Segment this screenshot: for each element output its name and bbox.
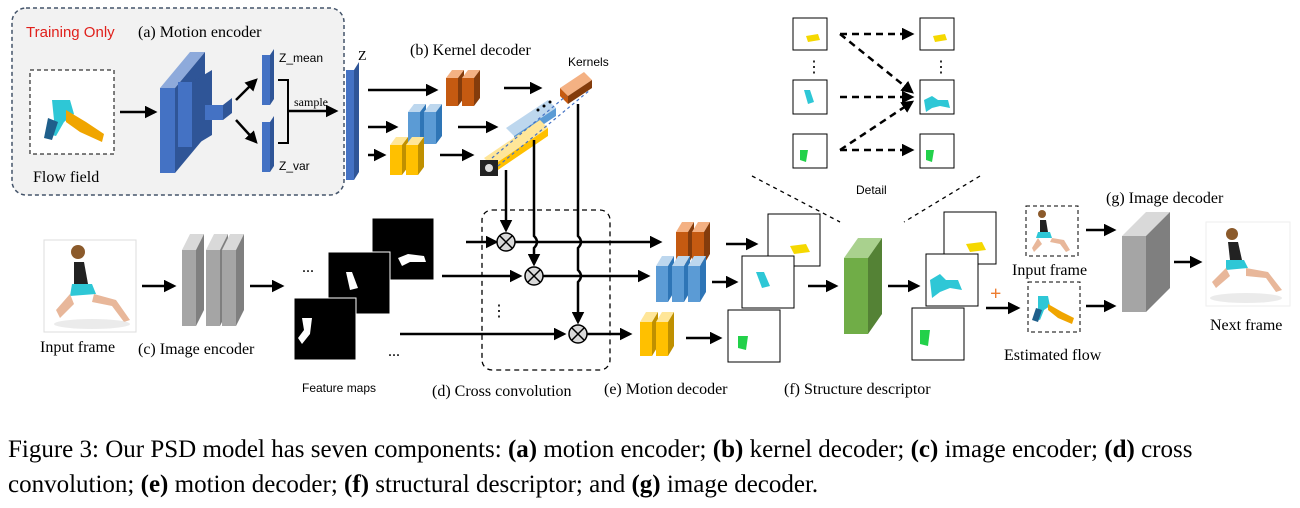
caption-f-text: structural descriptor; and [369,471,632,498]
kernel-decoder-label: (b) Kernel decoder [410,42,531,59]
image-encoder-block [182,234,244,326]
kernel-decoder-yellow-block [390,137,424,175]
detail-vdots-right: ⋮ [933,59,949,76]
cross-conv-operator-2 [524,266,544,286]
next-frame-image [1205,221,1291,307]
image-decoder-block [1122,212,1170,312]
descriptor-mask-cyan [925,253,979,307]
caption-c-tag: (c) [910,436,939,463]
detail-vdots-left: ⋮ [806,59,822,76]
sample-label: sample [294,95,328,109]
cross-conv-operator-3 [568,324,588,344]
input-frame-right-image [1025,205,1079,257]
detail-panel [792,17,955,169]
caption-f-tag: (f) [344,471,370,498]
z-var-label: Z_var [279,159,310,173]
kernel-decoder-blue-block [408,104,442,144]
kernels-stack [480,72,592,176]
estimated-flow-label: Estimated flow [1004,347,1102,364]
kernels-label: Kernels [568,55,609,69]
z-label: Z [358,49,367,64]
motion-encoder-label: (a) Motion encoder [138,24,262,41]
flow-field-image [29,69,115,155]
feature-maps-stack [293,217,435,361]
z-mean-label: Z_mean [279,51,323,65]
descriptor-mask-green [911,307,965,361]
next-frame-label: Next frame [1210,317,1282,334]
image-encoder-label: (c) Image encoder [138,341,255,358]
z-mean-bar [262,49,274,105]
caption-b-text: kernel decoder; [743,436,911,463]
caption-e-tag: (e) [140,471,169,498]
flow-field-label: Flow field [33,169,99,186]
input-frame-right-label: Input frame [1012,262,1087,279]
cross-convolution-label: (d) Cross convolution [432,383,572,400]
caption-a-tag: (a) [507,436,538,463]
cross-convolution-box [481,209,611,371]
caption-e-text: motion decoder; [168,471,345,498]
z-var-bar [262,116,274,172]
kernel-decoder-orange-block [446,70,480,106]
feature-maps-dots-top: ... [302,259,314,276]
motion-decoder-blue-block [656,256,706,302]
caption-d-tag: (d) [1104,436,1135,463]
caption-prefix: Figure 3: Our PSD model has seven compon… [8,436,508,463]
feature-maps-label: Feature maps [302,381,376,395]
input-frame-left-label: Input frame [40,339,115,356]
caption-b-tag: (b) [712,436,744,463]
caption-c-text: image encoder; [938,436,1105,463]
image-decoder-label: (g) Image decoder [1106,190,1224,207]
psd-model-diagram: Training Only (a) Motion encoder Flow fi… [11,7,1291,400]
figure-caption: Figure 3: Our PSD model has seven compon… [8,432,1298,502]
motion-decoder-label: (e) Motion decoder [604,381,728,398]
training-only-label: Training Only [26,24,115,41]
input-frame-left-image [43,239,137,333]
z-vector [346,62,359,180]
caption-d-text: cross convolution; [8,436,1193,498]
detail-label: Detail [856,183,887,197]
motion-decoder-yellow-block [640,312,674,356]
motion-encoder-block [160,52,232,173]
cross-conv-operator-1 [496,232,516,252]
motion-mask-cyan [741,255,795,309]
caption-a-text: motion encoder; [537,436,713,463]
estimated-flow-image [1027,281,1081,333]
structure-descriptor-block [844,238,882,334]
caption-g-text: image decoder. [660,471,819,498]
structure-descriptor-label: (f) Structure descriptor [784,381,931,398]
plus-icon: + [990,283,1001,305]
caption-g-tag: (g) [631,471,661,498]
feature-maps-dots-bottom: ... [388,343,400,360]
motion-mask-green [727,309,781,363]
cross-conv-vdots: ⋮ [491,303,507,320]
